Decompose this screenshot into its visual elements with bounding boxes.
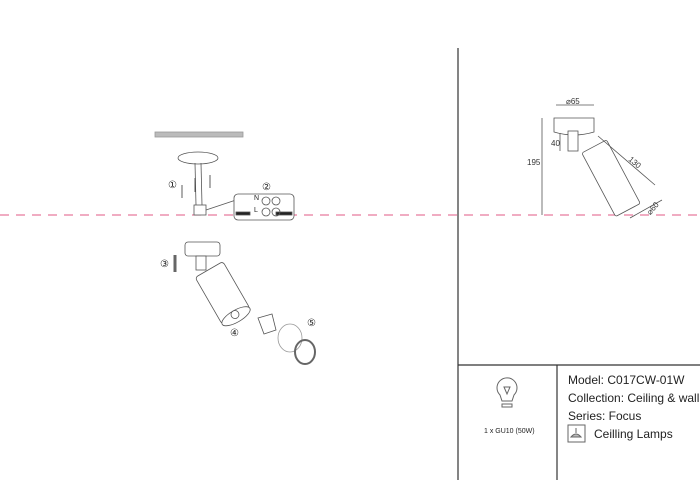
dim-arm: 40 [551,139,560,148]
step-2: ② [262,182,271,193]
assembly-diagram [154,131,316,365]
wire-live: L [254,207,258,214]
spec-series: Series: Focus [568,409,642,423]
step-3: ③ [160,259,169,270]
bulb-icon [496,377,518,408]
ceiling-lamp-icon [567,424,586,443]
bulb-label: 1 x GU10 (50W) [484,428,535,435]
dim-height: 195 [527,158,541,167]
dim-diameter-top: ⌀65 [566,97,580,106]
step-4: ④ [230,328,239,339]
spec-category: Ceilling Lamps [594,427,673,441]
step-5: ⑤ [307,318,316,329]
step-1: ① [168,180,177,191]
spec-model: Model: C017CW-01W [568,373,685,387]
spec-collection: Collection: Ceiling & wall [568,391,700,405]
dimension-diagram [541,104,663,219]
wire-neutral: N [254,195,260,202]
